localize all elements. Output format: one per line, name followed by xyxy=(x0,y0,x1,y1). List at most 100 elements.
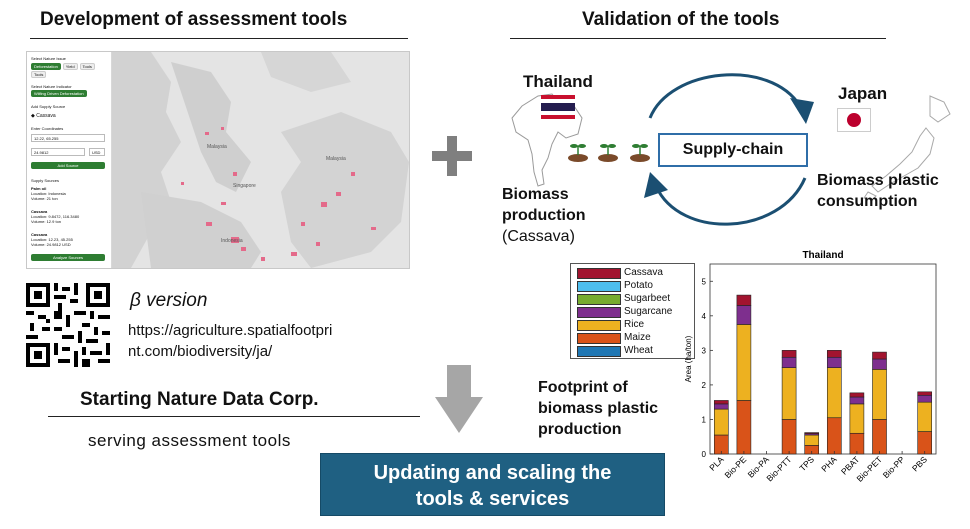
beta-label: β version xyxy=(130,290,208,311)
supply-sources-label: Supply Sources xyxy=(31,178,60,183)
bar-segment xyxy=(826,417,842,455)
source-detail: Location: 12.23, 45.255 xyxy=(31,237,73,242)
footprint-label: Footprint of biomass plastic production xyxy=(538,377,658,440)
consumption-line-1: Biomass plastic xyxy=(817,172,939,189)
legend-label: Sugarcane xyxy=(624,306,673,317)
x-tick-label: Bio-PP xyxy=(881,454,907,480)
biomass-prod-line-1: Biomass xyxy=(502,186,569,203)
chart-title: Thailand xyxy=(802,250,843,261)
legend-swatch xyxy=(577,333,621,344)
bar-segment xyxy=(872,351,887,360)
legend-label: Rice xyxy=(624,319,645,330)
company-name: Starting Nature Data Corp. xyxy=(80,389,319,410)
legend-swatch xyxy=(577,294,621,305)
japan-map-icon xyxy=(863,95,951,201)
chart-legend: Cassava Potato Sugarbeet Sugarcane Rice … xyxy=(570,263,695,359)
map-canvas[interactable]: Malaysia Singapore Indonesia Malaysia xyxy=(111,52,409,268)
legend-swatch xyxy=(577,281,621,292)
bar-segment xyxy=(849,396,865,405)
qr-code xyxy=(26,283,110,367)
biomass-production-label: Biomass production (Cassava) xyxy=(502,184,586,247)
right-title: Validation of the tools xyxy=(582,9,780,30)
bar-segment xyxy=(736,305,752,325)
chip-tools[interactable]: Tools xyxy=(79,63,95,70)
source-name: Cassava xyxy=(31,232,48,237)
x-tick-label: PLA xyxy=(707,454,726,473)
bar-segment xyxy=(781,350,797,358)
banner-line-2: tools & services xyxy=(415,488,570,510)
footprint-line-2: biomass plastic xyxy=(538,400,659,417)
y-tick-label: 5 xyxy=(702,277,707,286)
app-side-panel: Select Nature Issue Deforestation Yield … xyxy=(27,52,112,268)
bar-segment xyxy=(804,432,820,434)
bar-segment xyxy=(713,408,729,436)
japan-label: Japan xyxy=(838,84,888,103)
unit-select[interactable]: USD xyxy=(89,148,105,156)
x-tick-label: Bio-PET xyxy=(854,454,883,483)
volume-input[interactable]: 24.9812 xyxy=(31,148,85,156)
bar-segment xyxy=(849,392,865,398)
bar-segment xyxy=(849,403,865,434)
add-source-button[interactable]: Add Source xyxy=(31,162,105,169)
crop-select[interactable]: ◆ Cassava xyxy=(31,113,56,119)
chip-yield[interactable]: Yield xyxy=(62,63,78,70)
bar-segment xyxy=(872,358,887,370)
legend-swatch xyxy=(577,320,621,331)
bar-segment xyxy=(781,356,797,368)
legend-swatch xyxy=(577,307,621,318)
x-tick-label: PBS xyxy=(910,454,929,473)
left-title-rule xyxy=(30,38,408,39)
y-tick-label: 1 xyxy=(702,415,707,424)
map-label-3: Indonesia xyxy=(221,238,243,244)
source-name: Cassava xyxy=(31,209,48,214)
serving-text: serving assessment tools xyxy=(88,431,291,450)
source-volume: Volume: 21 ton xyxy=(31,196,58,201)
thailand-map-icon xyxy=(511,93,583,187)
consumption-line-2: consumption xyxy=(817,193,918,210)
source-name: Palm oil xyxy=(31,186,47,191)
company-rule xyxy=(48,416,420,417)
right-title-rule xyxy=(510,38,886,39)
bar-segment xyxy=(849,432,865,455)
indicator-button[interactable]: Wilfing Driven Deforestation xyxy=(31,90,87,97)
left-title: Development of assessment tools xyxy=(40,9,348,30)
thailand-flag-icon xyxy=(541,95,575,119)
source-volume: Volume: 12.9 ton xyxy=(31,219,62,224)
indicator-label: Select Nature Indicator xyxy=(31,84,72,89)
tool-url[interactable]: https://agriculture.spatialfootpri nt.co… xyxy=(128,320,332,362)
map-label-4: Malaysia xyxy=(326,156,346,162)
legend-label: Cassava xyxy=(624,267,663,278)
enter-coords-label: Enter Coordinates xyxy=(31,126,64,131)
y-tick-label: 2 xyxy=(702,381,707,390)
chip-deforestation[interactable]: Deforestation xyxy=(31,63,61,70)
y-tick-label: 4 xyxy=(702,312,707,321)
consumption-label: Biomass plastic consumption xyxy=(817,170,939,212)
bar-segment xyxy=(781,367,797,420)
legend-label: Sugarbeet xyxy=(624,293,671,304)
analyze-sources-button[interactable]: Analyze Sources xyxy=(31,254,105,261)
add-supply-label: Add Supply Source xyxy=(31,104,66,109)
chip-extra[interactable]: Tools xyxy=(31,71,47,78)
y-tick-label: 3 xyxy=(702,346,707,355)
cycle-arrows xyxy=(644,73,814,226)
chart-y-axis-label: Area (ha/ton) xyxy=(684,335,693,382)
supply-chain-box: Supply-chain xyxy=(658,133,808,167)
coords-input[interactable]: 12.22, 65.255 xyxy=(31,134,105,142)
bar-segment xyxy=(917,431,933,455)
thailand-label: Thailand xyxy=(523,72,593,91)
japan-flag-icon xyxy=(837,108,871,132)
biomass-prod-line-3: (Cassava) xyxy=(502,228,575,245)
bar-segment xyxy=(736,400,752,455)
x-tick-label: Bio-PTT xyxy=(764,454,793,483)
map-label-1: Malaysia xyxy=(207,144,227,150)
bar-segment xyxy=(713,403,729,410)
source-detail: Location: Indonesia xyxy=(31,191,66,196)
nature-issue-label: Select Nature Issue xyxy=(31,56,66,61)
bar-segment xyxy=(826,356,842,368)
x-tick-label: PHA xyxy=(819,454,839,474)
bar-segment xyxy=(736,324,752,401)
bar-segment xyxy=(917,401,933,432)
